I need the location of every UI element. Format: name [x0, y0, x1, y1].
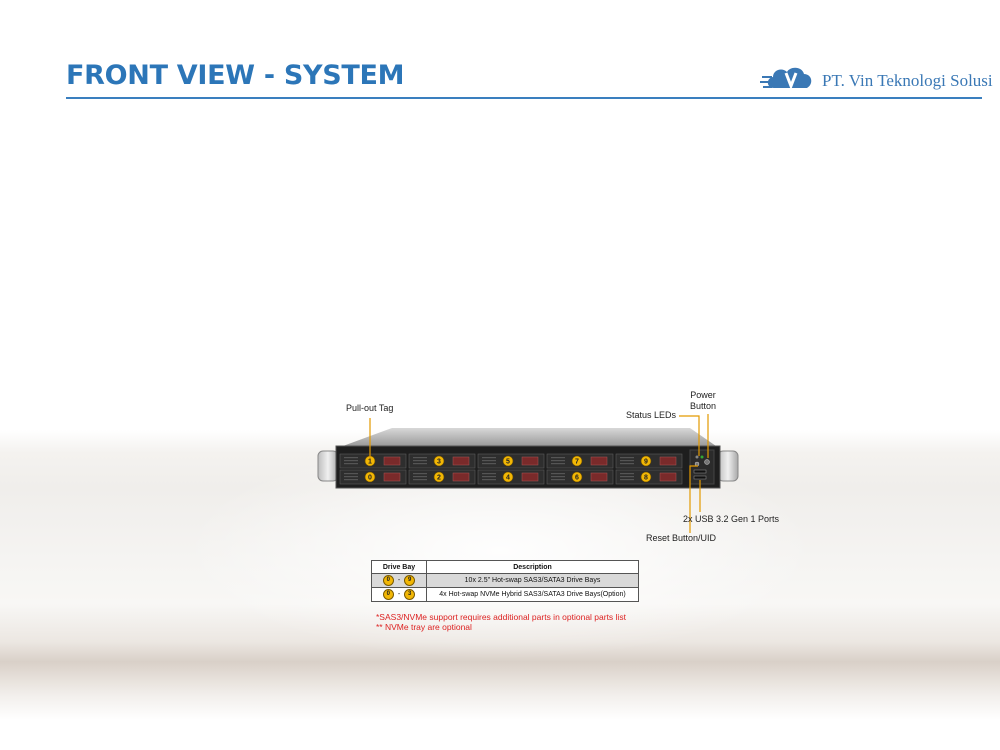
drive-bay-number: 2 — [437, 475, 441, 482]
drive-latch[interactable] — [659, 456, 677, 466]
table-header-row: Drive Bay Description — [371, 560, 639, 574]
footnote-2: ** NVMe tray are optional — [376, 622, 472, 632]
table-row: 0-3 4x Hot-swap NVMe Hybrid SAS3/SATA3 D… — [371, 587, 639, 602]
drive-bay-number: 7 — [575, 459, 579, 466]
column-header-drive-bay: Drive Bay — [371, 560, 427, 574]
power-button-label: Power Button — [690, 390, 717, 411]
bay-badge-to: 3 — [404, 589, 416, 600]
drive-vent — [620, 463, 634, 465]
drive-bay-number-badge — [571, 471, 583, 483]
power-button-icon — [704, 459, 710, 465]
drive-vent — [551, 473, 565, 475]
drive-bay-number-badge — [502, 471, 514, 483]
usb-port-icon — [693, 475, 707, 480]
drive-bay-number: 4 — [506, 475, 510, 482]
drive-vent — [620, 457, 634, 459]
chassis-top — [343, 428, 716, 446]
drive-vent — [620, 479, 634, 481]
drive-vent — [344, 476, 358, 478]
drive-vent — [413, 476, 427, 478]
drive-bay-number-badge — [433, 455, 445, 467]
table-row: 0-9 10x 2.5" Hot-swap SAS3/SATA3 Drive B… — [371, 573, 639, 588]
drive-bays: 1 3 5 7 9 0 2 4 6 8 — [339, 453, 683, 485]
callout-lines — [369, 414, 709, 533]
drive-vent — [413, 463, 427, 465]
drive-vent — [344, 463, 358, 465]
drive-vent — [482, 479, 496, 481]
drive-vent — [413, 460, 427, 462]
bay-badge-from: 0 — [382, 589, 394, 600]
drive-vent — [413, 473, 427, 475]
drive-vent — [413, 457, 427, 459]
page-title: FRONT VIEW - SYSTEM — [66, 60, 405, 91]
drive-vent — [482, 476, 496, 478]
drive-vent — [620, 476, 634, 478]
usb-port-icon — [693, 469, 707, 474]
drive-vent — [482, 473, 496, 475]
drive-vent — [620, 473, 634, 475]
drive-bay-number: 1 — [368, 459, 372, 466]
row-description: 10x 2.5" Hot-swap SAS3/SATA3 Drive Bays — [426, 573, 639, 588]
drive-bay-number-badge — [571, 455, 583, 467]
drive-vent — [482, 460, 496, 462]
drive-bay-number-badge — [364, 471, 376, 483]
status-led-icon — [700, 455, 704, 459]
row-description: 4x Hot-swap NVMe Hybrid SAS3/SATA3 Drive… — [426, 587, 639, 602]
column-header-description: Description — [426, 560, 639, 574]
drive-vent — [482, 457, 496, 459]
drive-vent — [344, 457, 358, 459]
status-leds-label: Status LEDs — [626, 410, 677, 420]
drive-bay-range: 0-3 — [371, 587, 427, 602]
drive-latch[interactable] — [521, 472, 539, 482]
bay-badge-to: 9 — [404, 575, 416, 586]
drive-vent — [551, 479, 565, 481]
bay-badge-from: 0 — [382, 575, 394, 586]
drive-latch[interactable] — [590, 472, 608, 482]
company-logo: PT. Vin Teknologi Solusi — [760, 62, 993, 96]
drive-bay-number-badge — [640, 455, 652, 467]
drive-latch[interactable] — [452, 472, 470, 482]
cloud-logo-icon — [760, 67, 812, 91]
drive-vent — [551, 476, 565, 478]
drive-vent — [551, 463, 565, 465]
drive-bay-table: Drive Bay Description 0-9 10x 2.5" Hot-s… — [371, 560, 639, 602]
footnotes: *SAS3/NVMe support requires additional p… — [376, 612, 626, 632]
drive-bay-number-badge — [433, 471, 445, 483]
usb-ports-label: 2x USB 3.2 Gen 1 Ports — [683, 514, 780, 524]
drive-vent — [344, 460, 358, 462]
drive-bay-number-badge — [502, 455, 514, 467]
drive-vent — [344, 473, 358, 475]
title-underline — [66, 97, 982, 99]
company-name: PT. Vin Teknologi Solusi — [822, 71, 993, 90]
drive-latch[interactable] — [521, 456, 539, 466]
drive-latch[interactable] — [383, 472, 401, 482]
drive-vent — [551, 460, 565, 462]
footnote-1: *SAS3/NVMe support requires additional p… — [376, 612, 626, 622]
drive-vent — [413, 479, 427, 481]
right-rack-ear — [717, 450, 739, 482]
drive-bay-number: 3 — [437, 459, 441, 466]
drive-bay-number: 5 — [506, 459, 510, 466]
drive-vent — [620, 460, 634, 462]
drive-bay-number-badge — [640, 471, 652, 483]
drive-vent — [482, 463, 496, 465]
pull-out-tag-label: Pull-out Tag — [346, 403, 394, 413]
reset-button-label: Reset Button/UID — [646, 533, 717, 543]
drive-bay-range: 0-9 — [371, 573, 427, 588]
drive-vent — [551, 457, 565, 459]
drive-latch[interactable] — [383, 456, 401, 466]
drive-bay-number: 8 — [644, 475, 648, 482]
drive-vent — [344, 479, 358, 481]
drive-latch[interactable] — [659, 472, 677, 482]
drive-latch[interactable] — [590, 456, 608, 466]
left-rack-ear — [317, 450, 339, 482]
status-led-icon — [695, 455, 699, 459]
drive-bay-number: 9 — [644, 459, 648, 466]
drive-latch[interactable] — [452, 456, 470, 466]
drive-bay-number: 6 — [575, 475, 579, 482]
drive-bay-number: 0 — [368, 475, 372, 482]
